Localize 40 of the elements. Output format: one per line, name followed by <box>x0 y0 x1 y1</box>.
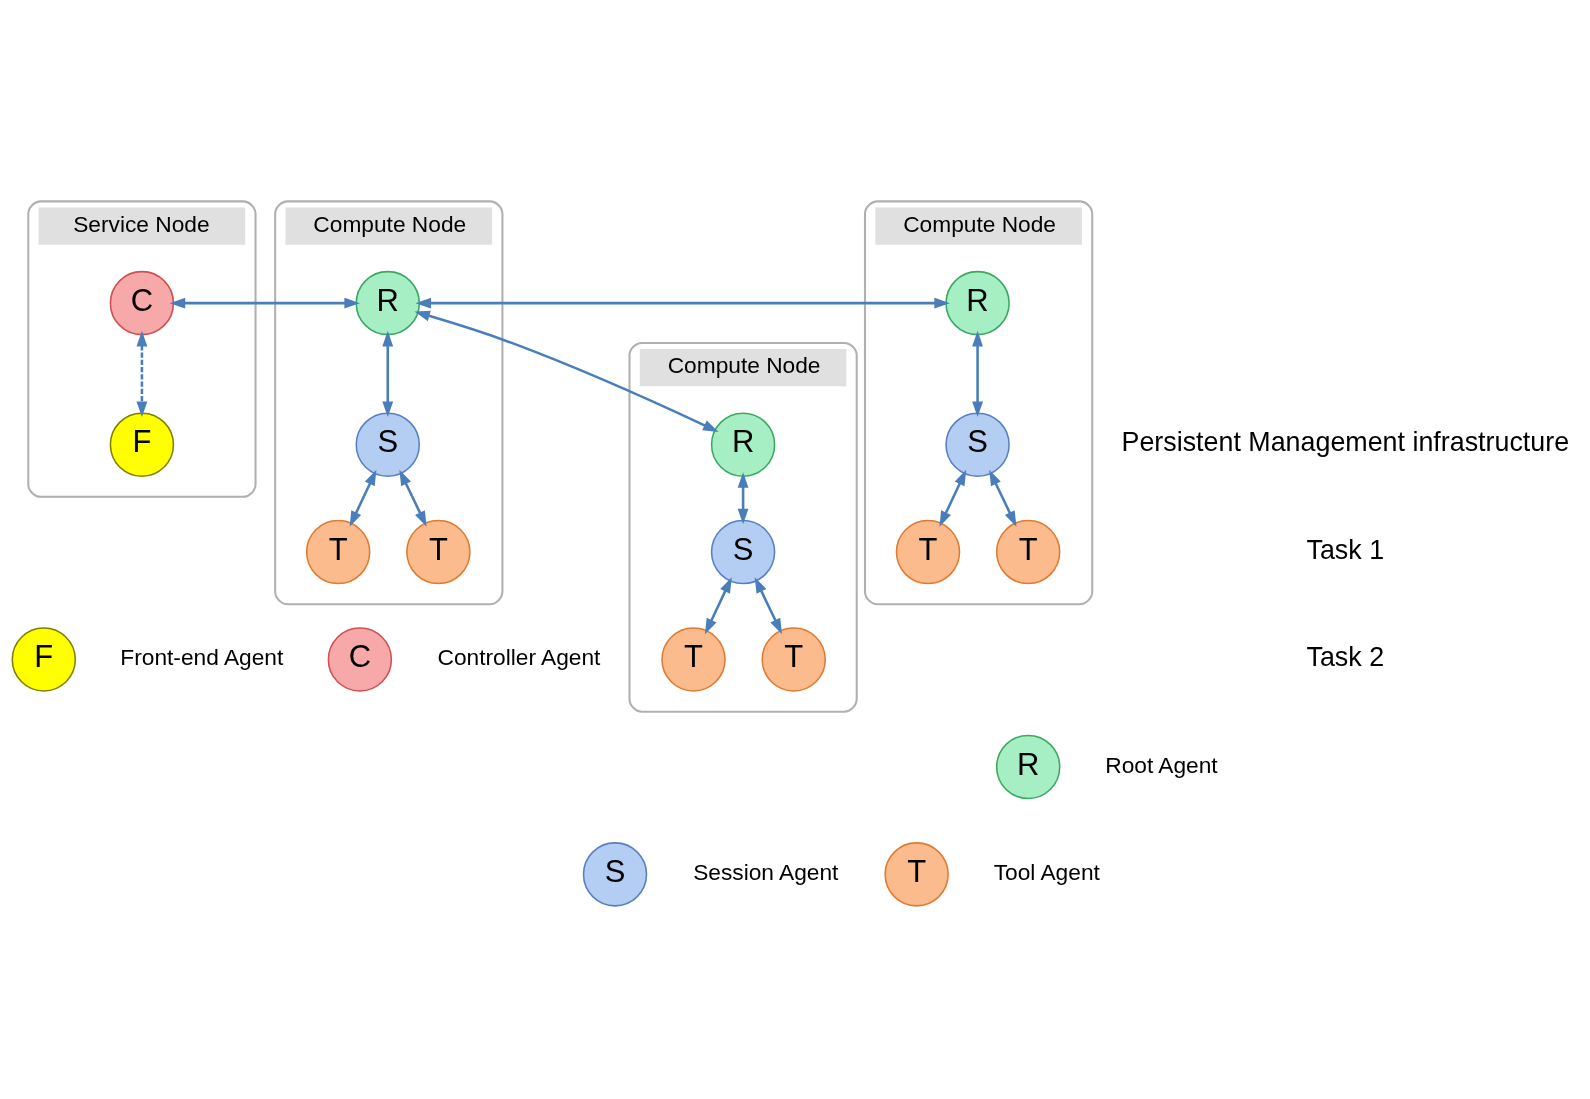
arrow <box>737 472 749 525</box>
arrow <box>754 577 782 635</box>
node-circle: T <box>995 519 1061 585</box>
node-circle: C <box>109 270 175 336</box>
node-circle: F <box>109 412 175 477</box>
node-circle: R <box>355 270 421 336</box>
node-circle: T <box>895 519 961 585</box>
node-label: Tool Agent <box>993 859 1100 886</box>
arrow <box>972 330 983 417</box>
node-label: Controller Agent <box>437 644 601 671</box>
arrow <box>989 469 1017 527</box>
node-label: Session Agent <box>693 859 839 886</box>
arrow <box>415 297 950 309</box>
node-label: Front-end Agent <box>120 644 284 671</box>
node-circle: T <box>884 842 949 907</box>
node-circle: S <box>582 842 648 907</box>
arrow <box>349 469 377 527</box>
node-circle: R <box>710 412 776 477</box>
node-label: Root Agent <box>1105 751 1218 778</box>
arrow <box>136 330 148 417</box>
node-circle: T <box>305 519 371 585</box>
arrow <box>169 297 360 309</box>
arrow <box>399 469 427 527</box>
node-circle: R <box>995 734 1061 800</box>
node-circle: F <box>11 627 77 692</box>
node-circle: S <box>945 412 1010 477</box>
arrow <box>939 469 967 527</box>
node-circle: R <box>945 270 1010 336</box>
node-circle: S <box>355 412 421 477</box>
arrow <box>414 310 719 432</box>
node-circle: T <box>661 627 726 692</box>
arrow <box>704 577 732 635</box>
node-circle: C <box>327 627 393 692</box>
node-circle: T <box>406 519 471 585</box>
node-circle: T <box>761 627 826 692</box>
label: Task 1 <box>1306 534 1385 565</box>
node-circle: S <box>710 519 776 585</box>
label: Task 2 <box>1306 642 1385 673</box>
label: Persistent Management infrastructure <box>1121 427 1570 458</box>
arrow <box>382 330 394 417</box>
